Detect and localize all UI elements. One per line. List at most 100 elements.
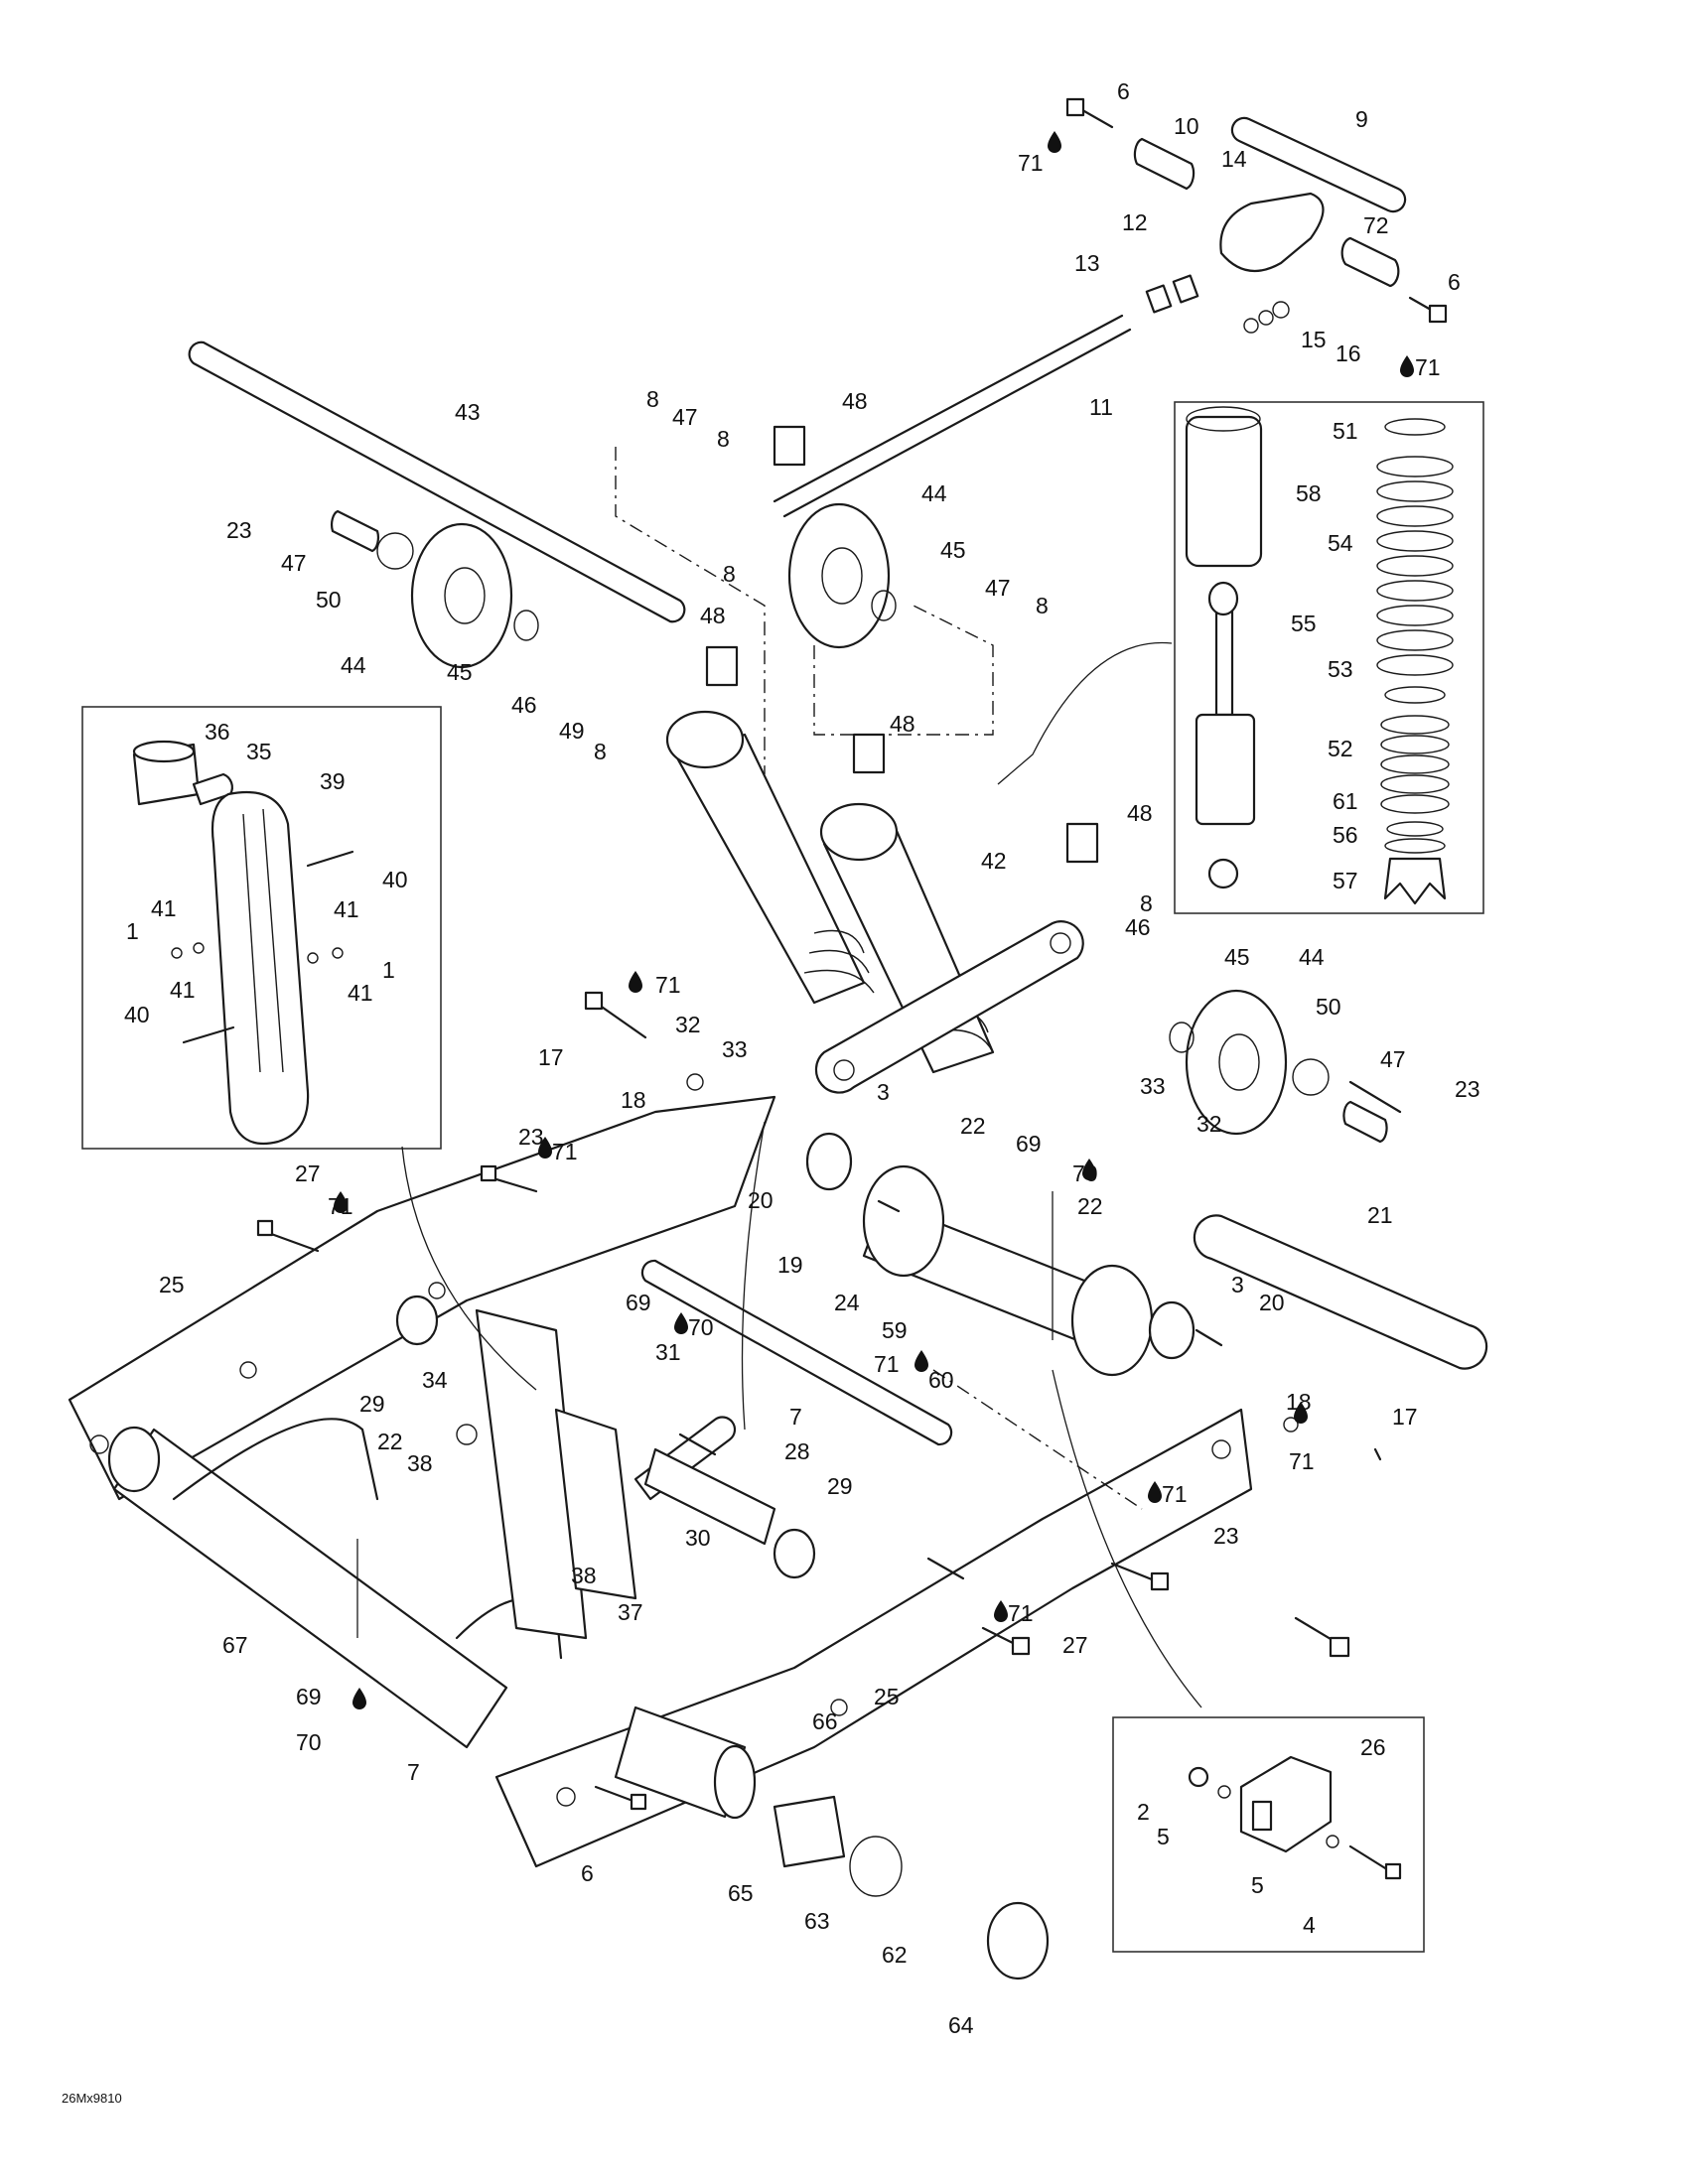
drop-icon bbox=[538, 1137, 552, 1159]
shock-detail bbox=[997, 406, 1454, 905]
callout-8d: 8 bbox=[1036, 593, 1049, 618]
callout-71i: 71 bbox=[1008, 1600, 1034, 1626]
callout-48: 48 bbox=[842, 388, 868, 414]
callout-13: 13 bbox=[1074, 250, 1100, 276]
callout-47: 47 bbox=[672, 404, 698, 430]
callout-23c: 23 bbox=[518, 1124, 544, 1150]
link-plate bbox=[814, 920, 1084, 1094]
callout-60: 60 bbox=[928, 1367, 954, 1393]
callout-46: 46 bbox=[511, 692, 537, 718]
callout-36: 36 bbox=[205, 719, 230, 745]
drop-icon bbox=[1294, 1402, 1308, 1424]
callout-4: 4 bbox=[1303, 1912, 1316, 1938]
stopper-detail-frame bbox=[1112, 1716, 1425, 1953]
callout-7b: 7 bbox=[407, 1759, 420, 1785]
callout-23b: 23 bbox=[1455, 1076, 1480, 1102]
front-pivot-bracket bbox=[395, 1295, 816, 1640]
callout-70b: 70 bbox=[688, 1314, 714, 1340]
callout-20b: 20 bbox=[1259, 1290, 1285, 1315]
callout-40b: 40 bbox=[124, 1002, 150, 1027]
callout-72: 72 bbox=[1363, 212, 1389, 238]
callout-20: 20 bbox=[748, 1187, 774, 1213]
callout-3: 3 bbox=[877, 1079, 890, 1105]
callout-45b: 45 bbox=[447, 659, 473, 685]
callout-54: 54 bbox=[1328, 530, 1353, 556]
shock-detail-frame bbox=[1174, 401, 1484, 914]
callout-47c: 47 bbox=[985, 575, 1011, 601]
callout-5b: 5 bbox=[1251, 1872, 1264, 1898]
callout-63: 63 bbox=[804, 1908, 830, 1934]
callout-43: 43 bbox=[455, 399, 481, 425]
callout-48c: 48 bbox=[890, 711, 915, 737]
callout-33b: 33 bbox=[1140, 1073, 1166, 1099]
callout-31: 31 bbox=[655, 1339, 681, 1365]
callout-10: 10 bbox=[1174, 113, 1199, 139]
drop-icon bbox=[1082, 1159, 1096, 1180]
callout-34: 34 bbox=[422, 1367, 448, 1393]
stopper-detail bbox=[1188, 1755, 1402, 1880]
callout-51: 51 bbox=[1333, 418, 1358, 444]
callout-21: 21 bbox=[1367, 1202, 1393, 1228]
callout-45c: 45 bbox=[1224, 944, 1250, 970]
lubricant-drop-icons bbox=[334, 131, 1414, 1709]
callout-30: 30 bbox=[685, 1525, 711, 1551]
callout-41: 41 bbox=[151, 895, 177, 921]
callout-25b: 25 bbox=[874, 1684, 900, 1709]
callout-65: 65 bbox=[728, 1880, 754, 1906]
callout-labels: 6 10 9 71 14 12 72 13 6 16 15 71 11 43 8… bbox=[124, 78, 1480, 2038]
callout-32b: 32 bbox=[1196, 1111, 1222, 1137]
callout-67: 67 bbox=[222, 1632, 248, 1658]
callout-48b: 48 bbox=[700, 603, 726, 628]
callout-71c: 71 bbox=[655, 972, 681, 998]
callout-19: 19 bbox=[777, 1252, 803, 1278]
callout-66: 66 bbox=[812, 1708, 838, 1734]
drop-icon bbox=[674, 1312, 688, 1334]
callout-44b: 44 bbox=[341, 652, 366, 678]
callout-3b: 3 bbox=[1231, 1272, 1244, 1297]
drop-icon bbox=[352, 1688, 366, 1709]
callout-71g: 71 bbox=[1289, 1448, 1315, 1474]
callout-52: 52 bbox=[1328, 736, 1353, 761]
callout-47b: 47 bbox=[281, 550, 307, 576]
callout-55: 55 bbox=[1291, 611, 1317, 636]
callout-5: 5 bbox=[1157, 1824, 1170, 1849]
callout-57: 57 bbox=[1333, 868, 1358, 893]
callout-35: 35 bbox=[246, 739, 272, 764]
callout-62: 62 bbox=[882, 1942, 908, 1968]
callout-70c: 70 bbox=[296, 1729, 322, 1755]
callout-8e: 8 bbox=[594, 739, 607, 764]
callout-23: 23 bbox=[226, 517, 252, 543]
callout-22: 22 bbox=[960, 1113, 986, 1139]
callout-11: 11 bbox=[1089, 394, 1113, 420]
callout-38: 38 bbox=[407, 1450, 433, 1476]
callout-39: 39 bbox=[320, 768, 346, 794]
callout-53: 53 bbox=[1328, 656, 1353, 682]
link-detail bbox=[132, 740, 354, 1146]
callout-42: 42 bbox=[981, 848, 1007, 874]
callout-44c: 44 bbox=[1299, 944, 1325, 970]
callout-71f: 71 bbox=[874, 1351, 900, 1377]
callout-23d: 23 bbox=[1213, 1523, 1239, 1549]
callout-71d: 71 bbox=[552, 1139, 578, 1164]
callout-41b: 41 bbox=[334, 896, 359, 922]
idler-wheels bbox=[331, 502, 1388, 1144]
callout-12: 12 bbox=[1122, 209, 1148, 235]
callout-59: 59 bbox=[882, 1317, 908, 1343]
callout-17: 17 bbox=[538, 1044, 564, 1070]
callout-40: 40 bbox=[382, 867, 408, 892]
callout-32: 32 bbox=[675, 1012, 701, 1037]
drop-icon bbox=[1148, 1481, 1162, 1503]
callout-2: 2 bbox=[1137, 1799, 1150, 1825]
callout-27: 27 bbox=[295, 1160, 321, 1186]
callout-45: 45 bbox=[940, 537, 966, 563]
callout-22b: 22 bbox=[1077, 1193, 1103, 1219]
callout-49: 49 bbox=[559, 718, 585, 744]
callout-17b: 17 bbox=[1392, 1404, 1418, 1430]
callout-28: 28 bbox=[784, 1438, 810, 1464]
callout-58: 58 bbox=[1296, 480, 1322, 506]
drop-icon bbox=[1400, 355, 1414, 377]
callout-8b: 8 bbox=[717, 426, 730, 452]
drop-icon bbox=[914, 1350, 928, 1372]
fasteners bbox=[256, 991, 1402, 1811]
callout-8f: 8 bbox=[1140, 890, 1153, 916]
